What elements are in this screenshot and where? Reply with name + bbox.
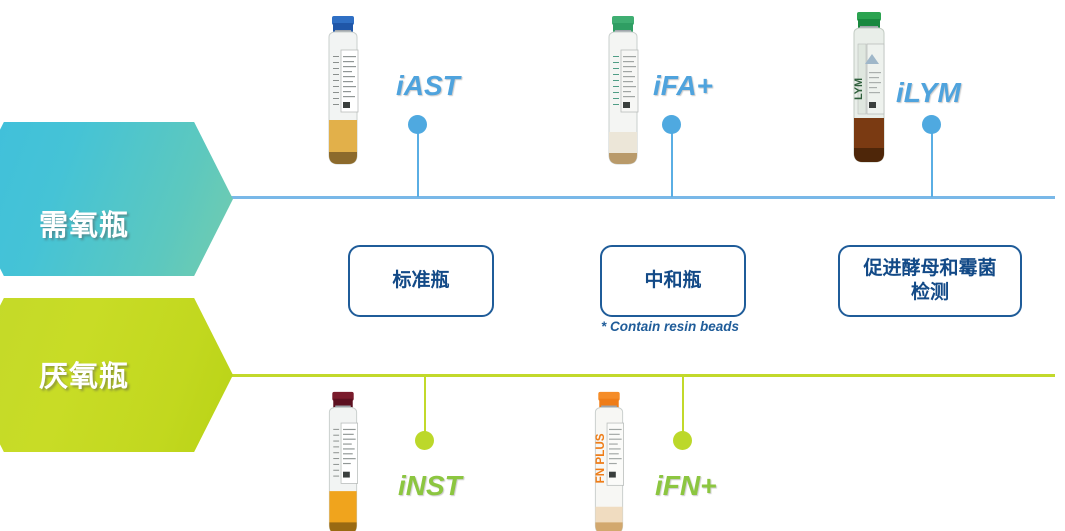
descriptor-box-fungal[interactable]: 促进酵母和霉菌 检测 <box>838 245 1022 317</box>
connector-stem-inst <box>424 374 426 439</box>
bottle-image-ilym: LYM <box>853 12 885 163</box>
descriptor-text-neutralizing: 中和瓶 <box>644 270 702 292</box>
connector-dot-inst <box>415 431 434 450</box>
category-chip-anaerobic[interactable]: 厌氧瓶 <box>0 298 233 452</box>
connector-dot-ifa <box>662 115 681 134</box>
product-code-iast: iAST <box>396 70 460 101</box>
svg-text:FN PLUS: FN PLUS <box>594 433 607 483</box>
connector-stem-ilym <box>931 131 933 197</box>
category-chip-aerobic[interactable]: 需氧瓶 <box>0 122 233 276</box>
connector-dot-ifn <box>673 431 692 450</box>
connector-dot-ilym <box>922 115 941 134</box>
bottle-image-ifa <box>608 16 639 165</box>
descriptor-box-neutralizing[interactable]: 中和瓶 <box>600 245 746 317</box>
aerobic-axis-line <box>215 196 1055 199</box>
connector-dot-iast <box>408 115 427 134</box>
product-code-ifa: iFA+ <box>653 70 713 101</box>
bottle-image-ifn: FN PLUS <box>594 391 624 531</box>
connector-stem-ifn <box>682 374 684 439</box>
bottle-image-inst <box>328 391 358 531</box>
footnote-resin-beads: * Contain resin beads <box>601 319 740 334</box>
category-label-anaerobic: 厌氧瓶 <box>39 361 130 393</box>
descriptor-text-standard: 标准瓶 <box>392 270 450 292</box>
connector-stem-iast <box>417 131 419 197</box>
product-code-inst: iNST <box>398 470 462 501</box>
product-code-ilym: iLYM <box>896 77 961 108</box>
descriptor-text-fungal: 促进酵母和霉菌 检测 <box>863 258 997 303</box>
bottle-image-iast <box>328 16 359 165</box>
anaerobic-axis-line <box>215 374 1055 377</box>
descriptor-box-standard[interactable]: 标准瓶 <box>348 245 494 317</box>
connector-stem-ifa <box>671 131 673 197</box>
category-label-aerobic: 需氧瓶 <box>39 210 130 242</box>
product-code-ifn: iFN+ <box>655 470 717 501</box>
svg-text:LYM: LYM <box>853 78 865 100</box>
